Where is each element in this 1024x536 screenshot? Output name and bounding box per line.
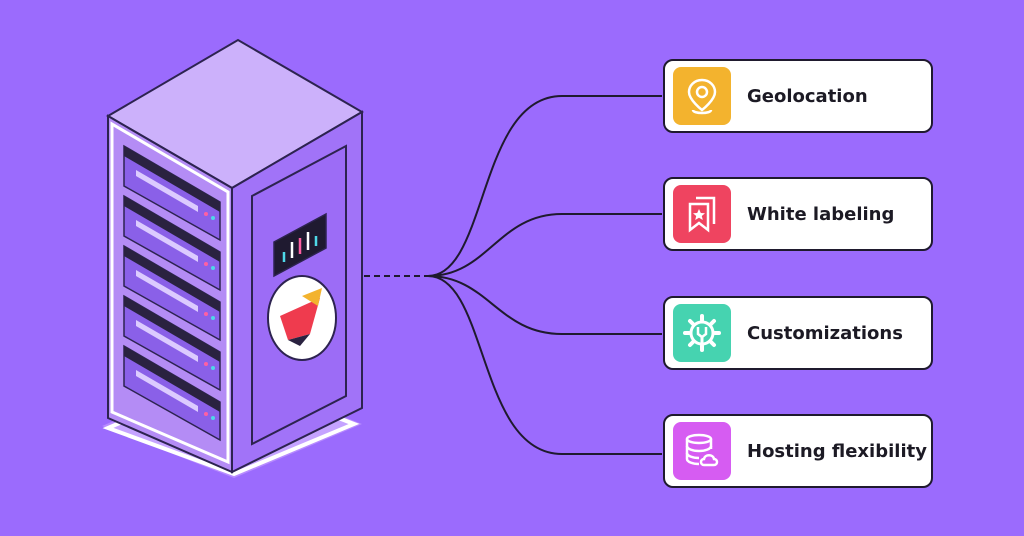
feature-label-geolocation: Geolocation (747, 86, 868, 107)
connector-line-hosting-flexibility (428, 276, 662, 454)
gear-wrench-icon (673, 304, 731, 362)
feature-card-hosting-flexibility: Hosting flexibility (663, 414, 933, 488)
bookmark-star-icon (673, 185, 731, 243)
feature-card-customizations: Customizations (663, 296, 933, 370)
feature-label-hosting-flexibility: Hosting flexibility (747, 441, 927, 462)
feature-card-geolocation: Geolocation (663, 59, 933, 133)
feature-label-white-labeling: White labeling (747, 204, 894, 225)
location-pin-icon (673, 67, 731, 125)
database-cloud-icon (673, 422, 731, 480)
feature-card-white-labeling: White labeling (663, 177, 933, 251)
brand-logo-badge (268, 276, 336, 360)
feature-label-customizations: Customizations (747, 323, 903, 344)
connector-line-geolocation (428, 96, 662, 276)
